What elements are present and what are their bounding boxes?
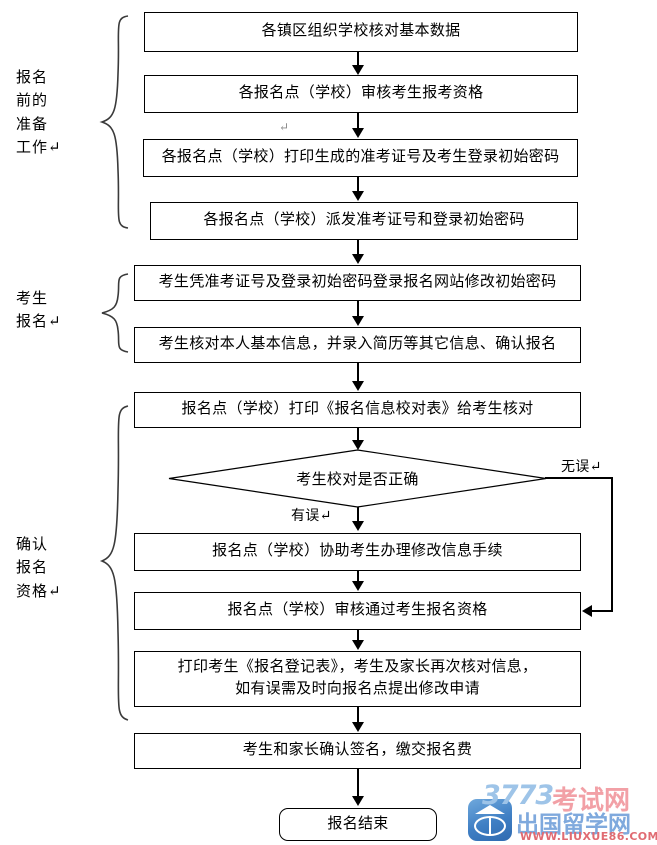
node-process-3[interactable]: 各报名点（学校）打印生成的准考证号及考生登录初始密码 xyxy=(143,139,578,177)
connector-noerror-bottom xyxy=(592,610,613,612)
node-process-9[interactable]: 报名点（学校）协助考生办理修改信息手续 xyxy=(134,533,581,571)
edge-label-has-error: 有误↵ xyxy=(291,509,332,524)
brace-prep xyxy=(98,14,132,230)
watermark-url: WWW.LIUXUE86.COM xyxy=(520,830,657,843)
group-label-prep: 报名 前的 准备 工作↵ xyxy=(16,70,62,156)
node-process-12[interactable]: 考生和家长确认签名，缴交报名费 xyxy=(134,733,581,769)
group-label-signup: 考生 报名↵ xyxy=(16,291,62,331)
arrowhead-6-7 xyxy=(352,381,364,391)
watermark-logo-icon xyxy=(468,799,512,841)
connector-11-12 xyxy=(357,707,359,722)
node-process-1[interactable]: 各镇区组织学校核对基本数据 xyxy=(144,12,578,52)
site-watermark: 3773 考试网 出国留学网 WWW.LIUXUE86.COM xyxy=(468,780,657,843)
node-process-7[interactable]: 报名点（学校）打印《报名信息校对表》给考生核对 xyxy=(134,392,581,428)
connector-2-3 xyxy=(357,113,359,128)
connector-4-5 xyxy=(357,240,359,254)
node-process-5[interactable]: 考生凭准考证号及登录初始密码登录报名网站修改初始密码 xyxy=(134,265,581,301)
group-label-confirm: 确认 报名 资格↵ xyxy=(16,537,62,600)
connector-12-13 xyxy=(357,769,359,796)
connector-noerror-right xyxy=(611,477,613,611)
connector-5-6 xyxy=(357,301,359,316)
connector-10-11 xyxy=(357,630,359,640)
connector-8-9 xyxy=(357,507,359,521)
brace-signup xyxy=(98,272,132,354)
node-process-11[interactable]: 打印考生《报名登记表》，考生及家长再次核对信息， 如有误需及时向报名点提出修改申… xyxy=(134,651,581,707)
watermark-sub-cn: 出国留学网 xyxy=(516,812,631,837)
watermark-brand-number: 3773 xyxy=(482,780,554,811)
arrowhead-7-8 xyxy=(352,440,364,450)
watermark-brand-cn: 考试网 xyxy=(552,786,631,815)
node-process-10[interactable]: 报名点（学校）审核通过考生报名资格 xyxy=(134,592,581,630)
arrowhead-8-9 xyxy=(352,521,364,531)
arrowhead-4-5 xyxy=(352,254,364,264)
arrowhead-2-3 xyxy=(352,128,364,138)
connector-3-4 xyxy=(357,177,359,191)
arrowhead-5-6 xyxy=(352,316,364,326)
arrowhead-3-4 xyxy=(352,191,364,201)
arrowhead-10-11 xyxy=(352,640,364,650)
arrowhead-12-13 xyxy=(352,796,364,806)
node-terminator-13[interactable]: 报名结束 xyxy=(279,808,437,841)
connector-noerror-top xyxy=(545,477,613,479)
stray-pilcrow-mark: ↵ xyxy=(279,120,290,134)
node-process-6[interactable]: 考生核对本人基本信息，并录入简历等其它信息、确认报名 xyxy=(134,327,581,363)
connector-1-2 xyxy=(357,52,359,66)
node-process-4[interactable]: 各报名点（学校）派发准考证号和登录初始密码 xyxy=(150,202,578,240)
node-process-2[interactable]: 各报名点（学校）审核考生报考资格 xyxy=(144,75,578,113)
arrowhead-1-2 xyxy=(352,65,364,75)
node-decision-8-label: 考生校对是否正确 xyxy=(296,472,419,488)
arrowhead-9-10 xyxy=(352,581,364,591)
connector-6-7 xyxy=(357,363,359,381)
connector-9-10 xyxy=(357,571,359,581)
edge-label-no-error: 无误↵ xyxy=(561,460,602,475)
node-decision-8[interactable]: 考生校对是否正确 xyxy=(168,449,547,508)
arrowhead-11-12 xyxy=(352,722,364,732)
brace-confirm xyxy=(98,404,132,722)
connector-7-8 xyxy=(357,428,359,440)
arrowhead-noerror xyxy=(582,605,592,617)
